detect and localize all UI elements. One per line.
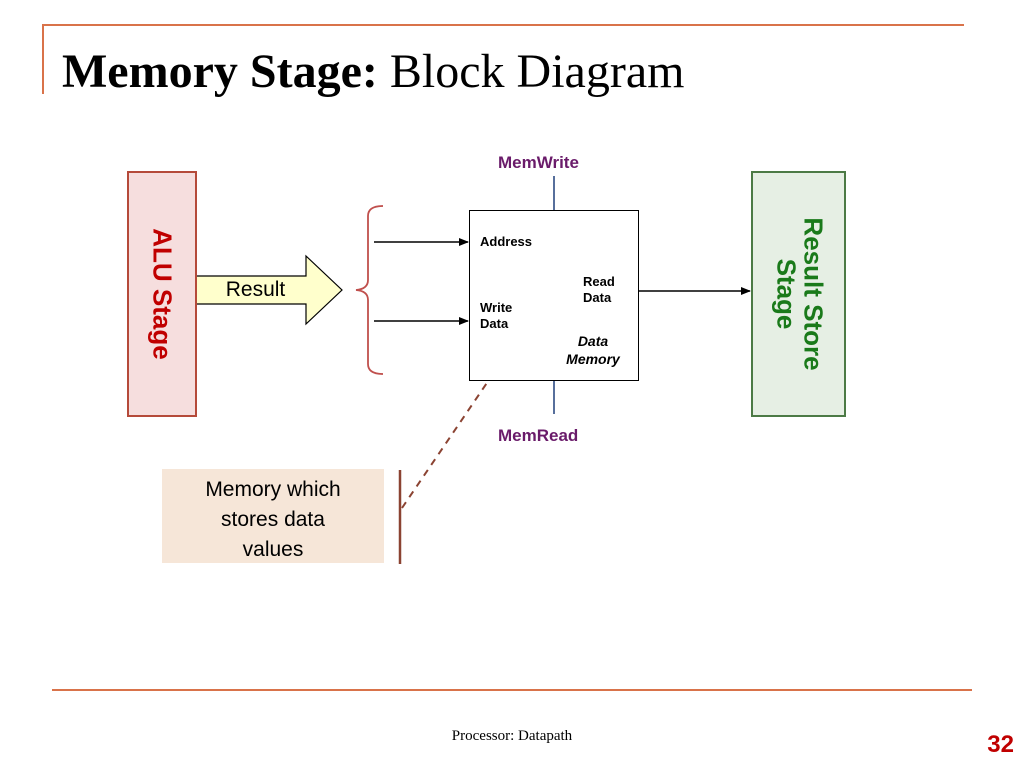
address-port-label: Address <box>480 234 533 249</box>
bottom-rule <box>52 689 972 691</box>
memory-note-line-2: stores data <box>221 507 325 531</box>
read-data-port-label: Read Data <box>583 274 615 305</box>
input-brace <box>355 205 384 375</box>
write-data-port-label: Write Data <box>480 300 512 331</box>
result-arrow-label: Result <box>225 278 286 301</box>
data-memory-name-line-2: Memory <box>566 351 620 368</box>
result-store-stage-line-1: Result Store <box>797 217 828 371</box>
callout-dashed-line <box>401 367 498 509</box>
data-memory-name-line-1: Data <box>577 333 609 349</box>
alu-stage-label: ALU Stage <box>147 228 178 360</box>
data-memory-block: Address Write Data Read Data Data Memory <box>469 210 639 381</box>
memory-note-box: Memory which stores data values <box>162 469 384 563</box>
memory-note-line-3: values <box>242 537 304 561</box>
read-data-line-2: Data <box>583 289 612 305</box>
footer-text: Processor: Datapath <box>451 728 573 744</box>
left-rule <box>42 24 44 94</box>
result-store-stage-box: Result Store Stage <box>751 171 846 417</box>
result-store-stage-line-2: Stage <box>770 258 801 330</box>
write-data-line-2: Data <box>480 315 509 331</box>
result-arrow-shape <box>187 254 343 326</box>
memread-signal-label: MemRead <box>498 426 579 445</box>
top-rule <box>42 24 964 26</box>
page-number: 32 <box>987 731 1014 758</box>
page-title: Memory Stage: Block Diagram <box>62 44 684 99</box>
title-rest: Block Diagram <box>389 45 685 98</box>
read-data-line-1: Read <box>583 274 615 289</box>
write-data-line-1: Write <box>480 300 513 315</box>
data-memory-name: Data Memory <box>554 332 632 368</box>
alu-stage-box: ALU Stage <box>127 171 197 417</box>
result-store-stage-label: Result Store Stage <box>770 217 828 371</box>
memory-note-line-1: Memory which <box>205 478 341 501</box>
title-bold: Memory Stage: <box>62 45 378 98</box>
memwrite-signal-label: MemWrite <box>498 153 579 172</box>
